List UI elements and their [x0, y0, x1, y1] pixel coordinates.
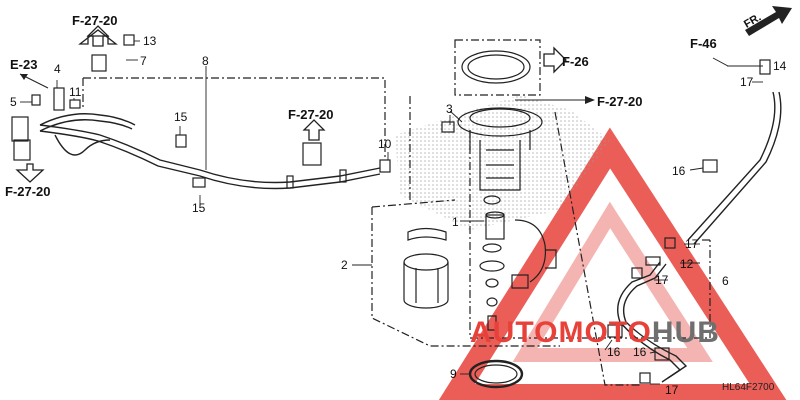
hose-clamps	[11, 34, 771, 384]
watermark-triangle	[438, 127, 787, 400]
ref-e23: E-23	[10, 57, 38, 72]
solid-front-arrow-icon	[745, 6, 792, 36]
fuel-feed-hose	[39, 113, 381, 190]
fuel-pump-flange	[457, 107, 543, 191]
part-label-5: 5	[10, 95, 17, 109]
ref-f26: F-26	[562, 54, 589, 69]
fuel-filter-canister	[403, 227, 449, 309]
leader-lines	[20, 40, 763, 385]
watermark-auto: AUTO	[470, 316, 559, 349]
part-label-15b: 15	[192, 201, 206, 215]
f27-tank-pointer-head	[585, 96, 595, 104]
part-label-8: 8	[202, 54, 209, 68]
part-label-6: 6	[722, 274, 729, 288]
part-label-3: 3	[446, 102, 453, 116]
watermark-moto: MOTO	[558, 316, 652, 349]
part-label-16c: 16	[633, 345, 647, 359]
part-label-9: 9	[450, 367, 457, 381]
ref-f27-20-middle: F-27-20	[288, 107, 334, 122]
watermark-logo: AUTOMOTOHUB	[470, 318, 720, 348]
part-label-14: 14	[773, 59, 787, 73]
part-label-11: 11	[69, 85, 82, 99]
pump-internals	[479, 195, 505, 331]
o-ring-inner	[474, 364, 518, 384]
part-label-16a: 16	[672, 164, 686, 178]
part-label-1: 1	[452, 215, 459, 229]
ref-f27-20-right: F-27-20	[597, 94, 643, 109]
part-label-16b: 16	[607, 345, 621, 359]
part-label-17a: 17	[685, 237, 699, 251]
part-label-15a: 15	[174, 110, 188, 124]
reference-arrows	[15, 25, 567, 183]
ref-f27-20-left: F-27-20	[5, 184, 51, 199]
part-label-10: 10	[378, 137, 392, 151]
watermark-hub: HUB	[651, 316, 720, 349]
part-label-12: 12	[680, 257, 694, 271]
part-label-17d: 17	[665, 383, 679, 397]
part-label-4: 4	[54, 62, 61, 76]
diagram-code: HL64F2700	[722, 382, 775, 393]
leader-frames	[82, 39, 711, 386]
part-label-13: 13	[143, 34, 157, 48]
part-label-2: 2	[341, 258, 348, 272]
ref-f27-20-top: F-27-20	[72, 13, 118, 28]
part-label-17b: 17	[655, 273, 669, 287]
part-label-7: 7	[140, 54, 147, 68]
e23-pointer-head	[20, 74, 28, 80]
tank-gasket-ring	[461, 50, 531, 84]
pump-wire-harness	[511, 219, 557, 289]
dotted-screen-area	[395, 95, 610, 230]
ref-f46: F-46	[690, 36, 717, 51]
part-label-17c: 17	[740, 75, 754, 89]
